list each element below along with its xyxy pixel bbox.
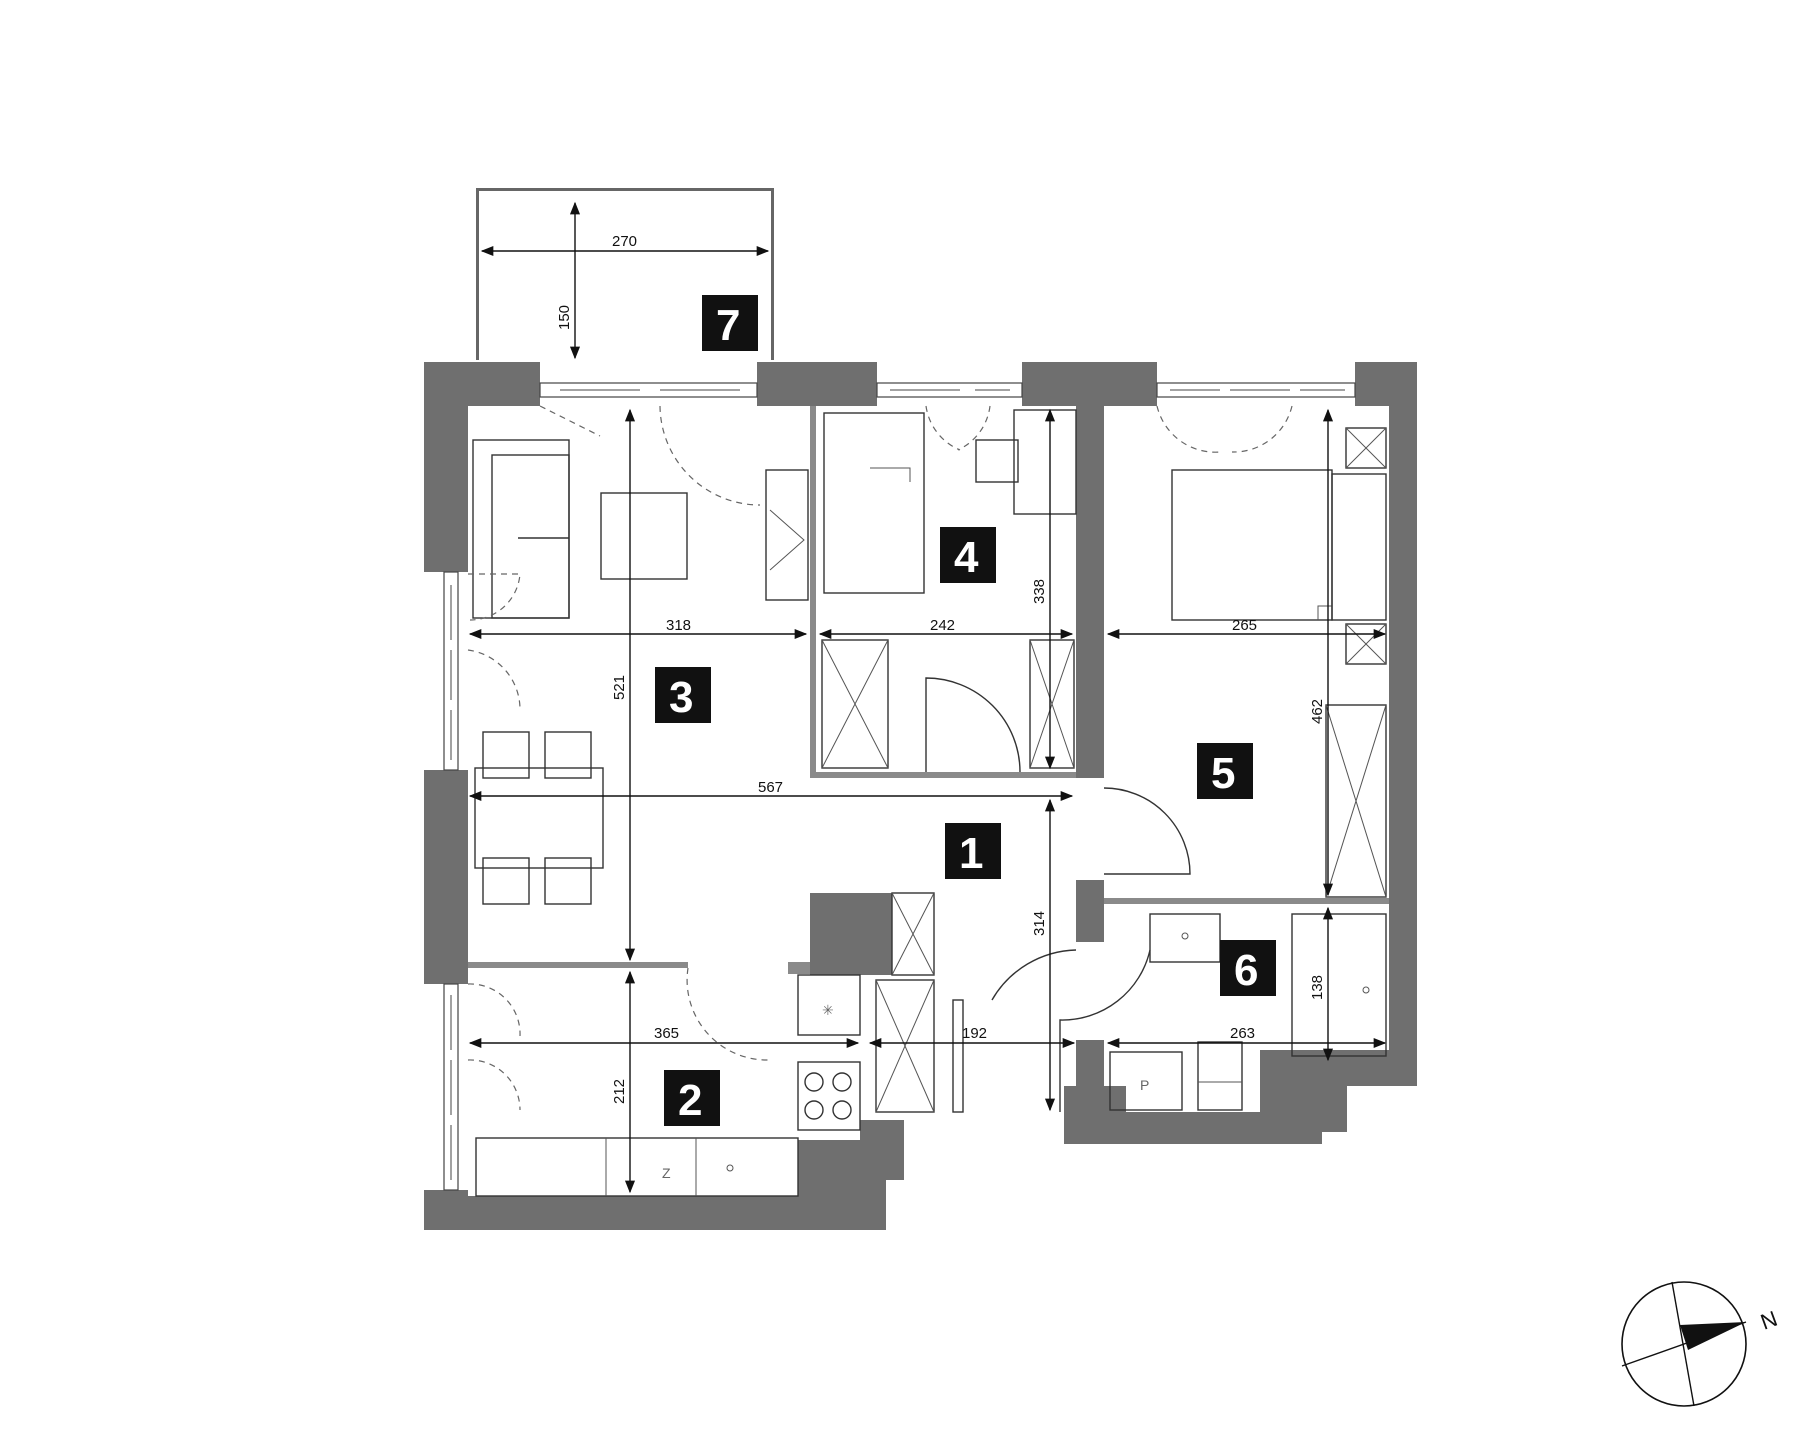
dim-room3-depth: 521 (611, 675, 628, 700)
dim-room5-width: 265 (1232, 617, 1257, 634)
room-badge-3: 3 (655, 667, 711, 723)
compass-north-label: N (1757, 1306, 1780, 1335)
room-badge-1: 1 (945, 823, 1001, 879)
dim-room4-width: 242 (930, 617, 955, 634)
room-badge-4: 4 (940, 527, 996, 583)
room5-furniture (1103, 405, 1387, 898)
washer-symbol: P (1140, 1077, 1149, 1093)
dim-room5-depth: 462 (1309, 699, 1326, 724)
dim-room6-depth: 138 (1309, 975, 1326, 1000)
partitions (468, 406, 1389, 974)
dim-balcony-depth: 150 (556, 305, 573, 330)
room-badge-2: 2 (664, 1070, 720, 1126)
windows (443, 382, 1356, 1191)
dim-balcony-width: 270 (612, 233, 637, 250)
svg-text:2: 2 (678, 1076, 702, 1125)
dim-room6-width: 263 (1230, 1025, 1255, 1042)
hall-fixtures (875, 892, 1151, 1113)
compass-icon: N (1621, 1281, 1781, 1407)
svg-text:✳: ✳ (822, 1002, 834, 1018)
fridge-symbol: Z (662, 1165, 671, 1181)
svg-text:5: 5 (1211, 749, 1235, 798)
balcony (476, 188, 774, 360)
dim-hall-depth: 314 (1031, 911, 1048, 936)
room-badge-5: 5 (1197, 743, 1253, 799)
dim-room4-depth: 338 (1031, 579, 1048, 604)
dim-hall-width: 567 (758, 779, 783, 796)
living-room-furniture (467, 405, 809, 905)
dimension-lines (468, 201, 1387, 1194)
dim-room3-width: 318 (666, 617, 691, 634)
svg-text:6: 6 (1234, 946, 1258, 995)
kitchen-fixtures: ✳ Z (467, 967, 861, 1197)
dimension-labels: 270 150 318 521 242 338 265 462 567 314 … (556, 233, 1326, 1104)
svg-text:1: 1 (959, 829, 983, 878)
svg-text:4: 4 (954, 533, 979, 582)
room-badge-7: 7 (702, 295, 758, 351)
room-badge-6: 6 (1220, 940, 1276, 996)
room-badges: 7 4 3 5 1 6 2 (655, 295, 1276, 1126)
exterior-walls (424, 362, 1417, 1230)
svg-text:3: 3 (669, 673, 693, 722)
dim-corridor-width: 192 (962, 1025, 987, 1042)
svg-text:7: 7 (716, 301, 740, 350)
dim-room2-depth: 212 (611, 1079, 628, 1104)
dim-room2-width: 365 (654, 1025, 679, 1042)
